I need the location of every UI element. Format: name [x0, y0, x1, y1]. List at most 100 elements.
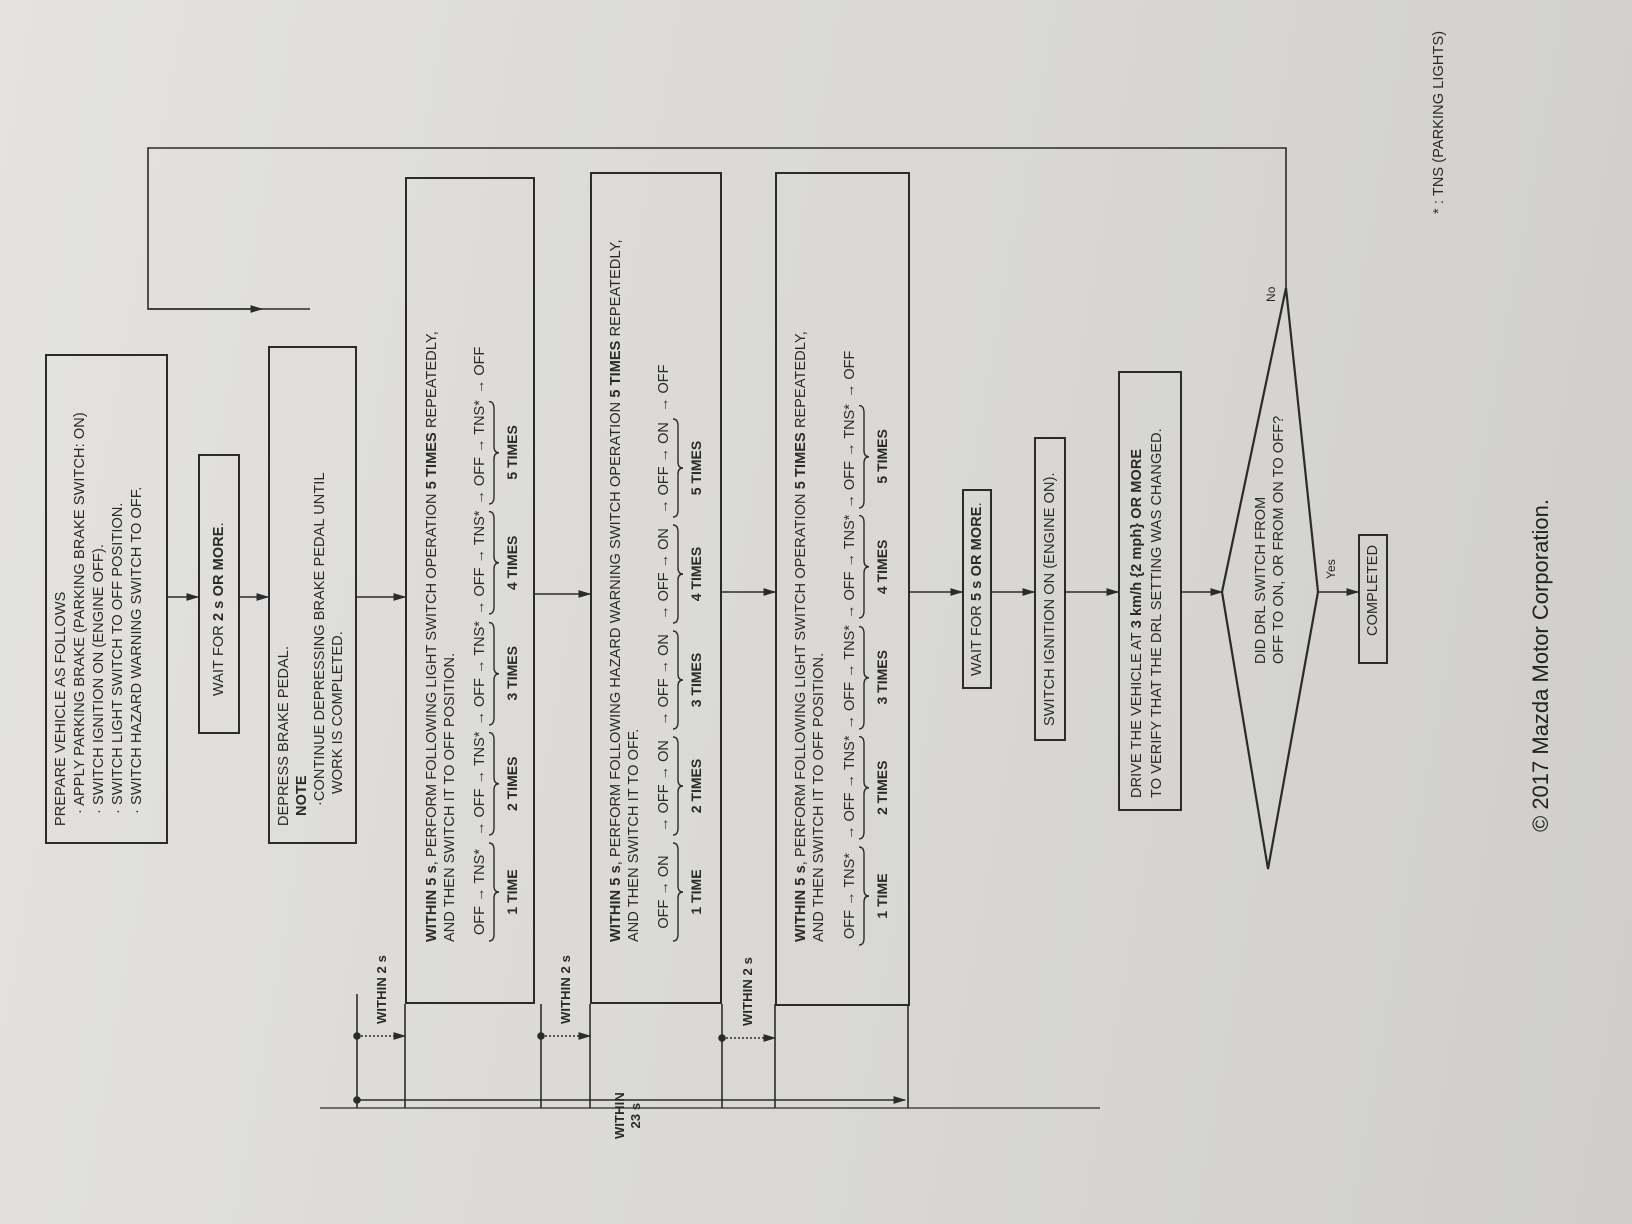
- wait-5s-prefix: WAIT FOR: [969, 600, 985, 676]
- step1-line1: WITHIN 5 s, PERFORM FOLLOWING LIGHT SWIT…: [423, 331, 442, 942]
- decision-line1: DID DRL SWITCH FROM: [1253, 496, 1269, 664]
- note-line2: WORK IS COMPLETED.: [330, 631, 346, 794]
- drive-speed: 3 km/h {2 mph} OR MORE: [1129, 448, 1145, 629]
- decision-line2: OFF TO ON, OR FROM ON TO OFF?: [1271, 415, 1287, 664]
- sequence-group: OFF → TNS* 1 TIME: [842, 846, 890, 946]
- brace-icon: [672, 736, 684, 836]
- repeat-count-label: 2 TIMES: [874, 760, 890, 815]
- drive-line1: DRIVE THE VEHICLE AT 3 km/h {2 mph} OR M…: [1128, 449, 1147, 798]
- prepare-item: · APPLY PARKING BRAKE (PARKING BRAKE SWI…: [72, 412, 88, 814]
- sequence-group: → OFF → ON 4 TIMES: [656, 524, 704, 624]
- step2-sequence: OFF → ON 1 TIME → OFF → ON 2 TIMES → OFF → O…: [656, 364, 704, 942]
- step3-line2: AND THEN SWITCH IT TO OFF POSITION.: [811, 652, 827, 942]
- sequence-group: → OFF → TNS* 2 TIMES: [842, 736, 890, 840]
- sequence-step: → OFF → ON: [656, 528, 672, 620]
- sequence-group: → OFF → TNS*5 TIMES: [472, 400, 520, 504]
- within-2s-label: WITHIN 2 s: [374, 955, 389, 1024]
- step2-within: WITHIN 5 s: [608, 865, 624, 942]
- within-23s-line2: 23 s: [628, 1102, 643, 1129]
- brace-icon: [488, 842, 500, 942]
- sequence-group: → OFF → TNS* 3 TIMES: [472, 621, 520, 725]
- sequence-group: → OFF → TNS* 5 TIMES: [842, 404, 890, 508]
- sequence-step: → OFF → TNS*: [842, 404, 858, 509]
- step1-instruction: , PERFORM FOLLOWING LIGHT SWITCH OPERATI…: [424, 489, 440, 866]
- repeat-count-label: 2 TIMES: [504, 756, 520, 811]
- repeat-count-label: 3 TIMES: [504, 646, 520, 701]
- within-23s-label: WITHIN 23 s: [612, 1092, 644, 1139]
- within-2s-label: WITHIN 2 s: [558, 955, 573, 1024]
- wait-2s-bold: 2 s OR MORE: [211, 526, 227, 621]
- note-line1: ·CONTINUE DEPRESSING BRAKE PEDAL UNTIL: [312, 472, 328, 806]
- sequence-step: → OFF → ON: [656, 634, 672, 726]
- note-label: NOTE: [294, 775, 310, 816]
- repeat-count-label: 5 TIMES: [504, 425, 520, 480]
- sequence-group: OFF → TNS* 1 TIME: [472, 842, 520, 942]
- sequence-group: → OFF → TNS*4 TIMES: [842, 515, 890, 619]
- sequence-step: OFF → TNS*: [842, 853, 858, 939]
- drive-prefix: DRIVE THE VEHICLE AT: [1129, 628, 1145, 798]
- brace-icon: [858, 846, 870, 946]
- repeat-count-label: 4 TIMES: [688, 546, 704, 602]
- completed-text: COMPLETED: [1365, 544, 1381, 636]
- sequence-step: → OFF → TNS*: [842, 735, 858, 840]
- sequence-final: → OFF: [472, 346, 488, 395]
- within-23s-line1: WITHIN: [612, 1092, 627, 1139]
- prepare-item: · SWITCH LIGHT SWITCH TO OFF POSITION.: [110, 502, 126, 814]
- step2-times: 5 TIMES: [608, 340, 624, 398]
- sequence-step: → OFF → TNS*: [472, 510, 488, 616]
- step2-instruction: , PERFORM FOLLOWING HAZARD WARNING SWITC…: [608, 397, 624, 866]
- sequence-group: → OFF → TNS* 2 TIMES: [472, 732, 520, 836]
- sequence-step: → OFF → TNS*: [472, 731, 488, 836]
- brace-icon: [672, 630, 684, 730]
- repeat-count-label: 3 TIMES: [874, 650, 890, 705]
- sequence-step: OFF → TNS*: [472, 849, 488, 935]
- sequence-step: → OFF → TNS*: [842, 625, 858, 730]
- decision-no-label: No: [1264, 286, 1278, 302]
- repeat-count-label: 5 TIMES: [874, 429, 890, 484]
- sequence-step: → OFF → ON: [656, 740, 672, 832]
- wait-2s-prefix: WAIT FOR: [211, 620, 227, 696]
- brace-icon: [672, 418, 684, 518]
- repeat-count-label: 1 TIME: [688, 869, 704, 915]
- step2-line1: WITHIN 5 s, PERFORM FOLLOWING HAZARD WAR…: [607, 239, 626, 942]
- brace-icon: [488, 732, 500, 836]
- sequence-step: → OFF → TNS*: [842, 514, 858, 620]
- sequence-group: → OFF → TNS* 3 TIMES: [842, 625, 890, 729]
- brace-icon: [488, 621, 500, 725]
- step3-times: 5 TIMES: [793, 432, 809, 490]
- sequence-group: → OFF → TNS* 4 TIMES: [472, 511, 520, 615]
- step2-end: REPEATEDLY,: [608, 239, 624, 341]
- brace-icon: [488, 511, 500, 615]
- repeat-count-label: 2 TIMES: [688, 758, 704, 814]
- step3-instruction: , PERFORM FOLLOWING LIGHT SWITCH OPERATI…: [793, 489, 809, 866]
- repeat-count-label: 5 TIMES: [688, 440, 704, 496]
- decision-yes-label: Yes: [1324, 559, 1338, 579]
- sequence-group: OFF → ON 1 TIME: [656, 842, 704, 942]
- sequence-step: OFF → ON: [656, 855, 672, 929]
- drive-line2: TO VERIFY THAT THE DRL SETTING WAS CHANG…: [1149, 428, 1165, 798]
- copyright-notice: © 2017 Mazda Motor Corporation.: [1528, 499, 1553, 832]
- brace-icon: [858, 404, 870, 508]
- brace-icon: [488, 400, 500, 504]
- step3-sequence: OFF → TNS*1 TIME→ OFF → TNS*2 TIMES→ OFF…: [842, 351, 890, 946]
- wait-5s-text: WAIT FOR 5 s OR MORE.: [968, 502, 987, 676]
- brace-icon: [858, 736, 870, 840]
- repeat-count-label: 1 TIME: [874, 873, 890, 919]
- step1-times: 5 TIMES: [424, 432, 440, 490]
- brace-icon: [858, 515, 870, 619]
- brace-icon: [672, 524, 684, 624]
- within-2s-label: WITHIN 2 s: [740, 957, 755, 1026]
- prepare-item: · SWITCH HAZARD WARNING SWITCH TO OFF.: [129, 486, 145, 814]
- brace-icon: [858, 625, 870, 729]
- repeat-count-label: 1 TIME: [504, 869, 520, 915]
- wait-2s-text: WAIT FOR 2 s OR MORE.: [210, 522, 229, 696]
- step1-line2: AND THEN SWITCH IT TO OFF POSITION.: [442, 652, 458, 942]
- footnote-tns: * : TNS (PARKING LIGHTS): [1431, 30, 1447, 214]
- sequence-final: → OFF: [842, 350, 858, 399]
- repeat-count-label: 4 TIMES: [504, 535, 520, 591]
- sequence-step: → OFF → TNS*: [472, 621, 488, 726]
- step1-sequence: OFF → TNS*1 TIME→ OFF → TNS*2 TIMES→ OFF…: [472, 347, 520, 942]
